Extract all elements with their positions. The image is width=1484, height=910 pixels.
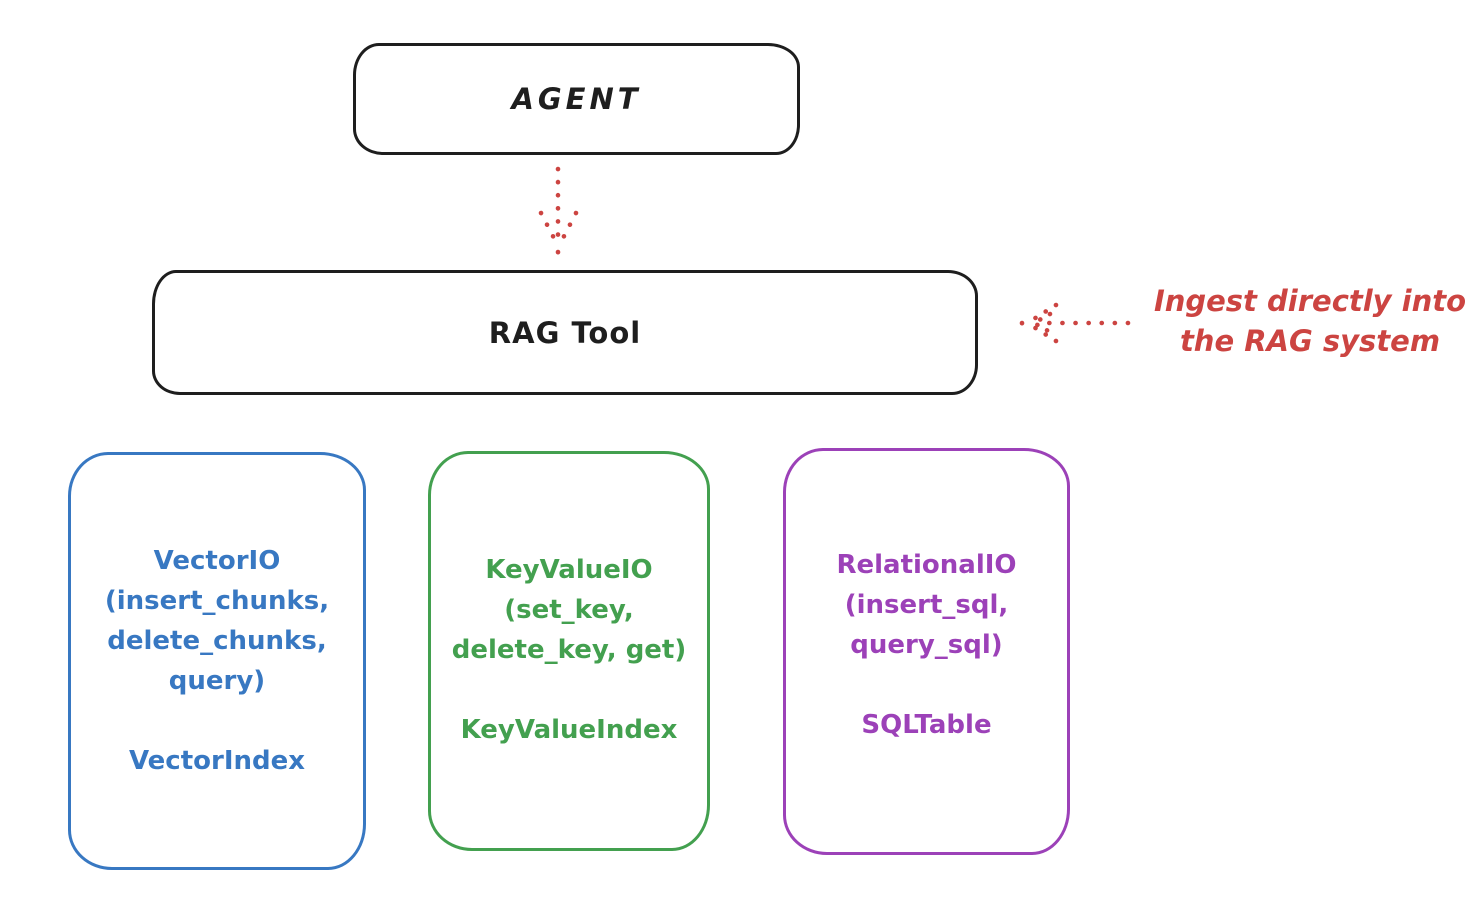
keyvalue-io-param-line: delete_key, get) bbox=[451, 635, 687, 665]
vector-io-param-line: delete_chunks, bbox=[107, 626, 327, 656]
agent-to-rag-arrow-icon bbox=[538, 166, 579, 255]
vector-io-param-line: (insert_chunks, bbox=[104, 586, 330, 616]
annotation-to-rag-arrow-icon bbox=[1019, 302, 1131, 344]
relational-io-param-line: (insert_sql, bbox=[844, 590, 1009, 620]
keyvalue-io-param-line: (set_key, bbox=[504, 595, 634, 625]
relational-io-param-line: query_sql) bbox=[850, 630, 1003, 660]
ingest-annotation-line1: Ingest directly into bbox=[1153, 284, 1467, 318]
agent-box: AGENT bbox=[353, 43, 800, 155]
ingest-annotation-line2: the RAG system bbox=[1179, 324, 1441, 358]
sql-table-label: SQLTable bbox=[861, 710, 992, 740]
keyvalue-io-box: KeyValueIO (set_key, delete_key, get) Ke… bbox=[428, 451, 710, 851]
keyvalue-io-title: KeyValueIO bbox=[485, 555, 653, 585]
vector-io-param-line: query) bbox=[168, 666, 266, 696]
rag-tool-label: RAG Tool bbox=[488, 315, 642, 350]
ingest-annotation: Ingest directly into the RAG system bbox=[1135, 281, 1484, 361]
agent-label: AGENT bbox=[511, 82, 642, 116]
rag-tool-box: RAG Tool bbox=[152, 270, 978, 395]
vector-io-box: VectorIO (insert_chunks, delete_chunks, … bbox=[68, 452, 366, 870]
relational-io-title: RelationalIO bbox=[836, 550, 1017, 580]
vector-index-label: VectorIndex bbox=[128, 746, 306, 776]
keyvalue-index-label: KeyValueIndex bbox=[460, 715, 678, 745]
vector-io-title: VectorIO bbox=[153, 546, 281, 576]
relational-io-box: RelationalIO (insert_sql, query_sql) SQL… bbox=[783, 448, 1070, 855]
